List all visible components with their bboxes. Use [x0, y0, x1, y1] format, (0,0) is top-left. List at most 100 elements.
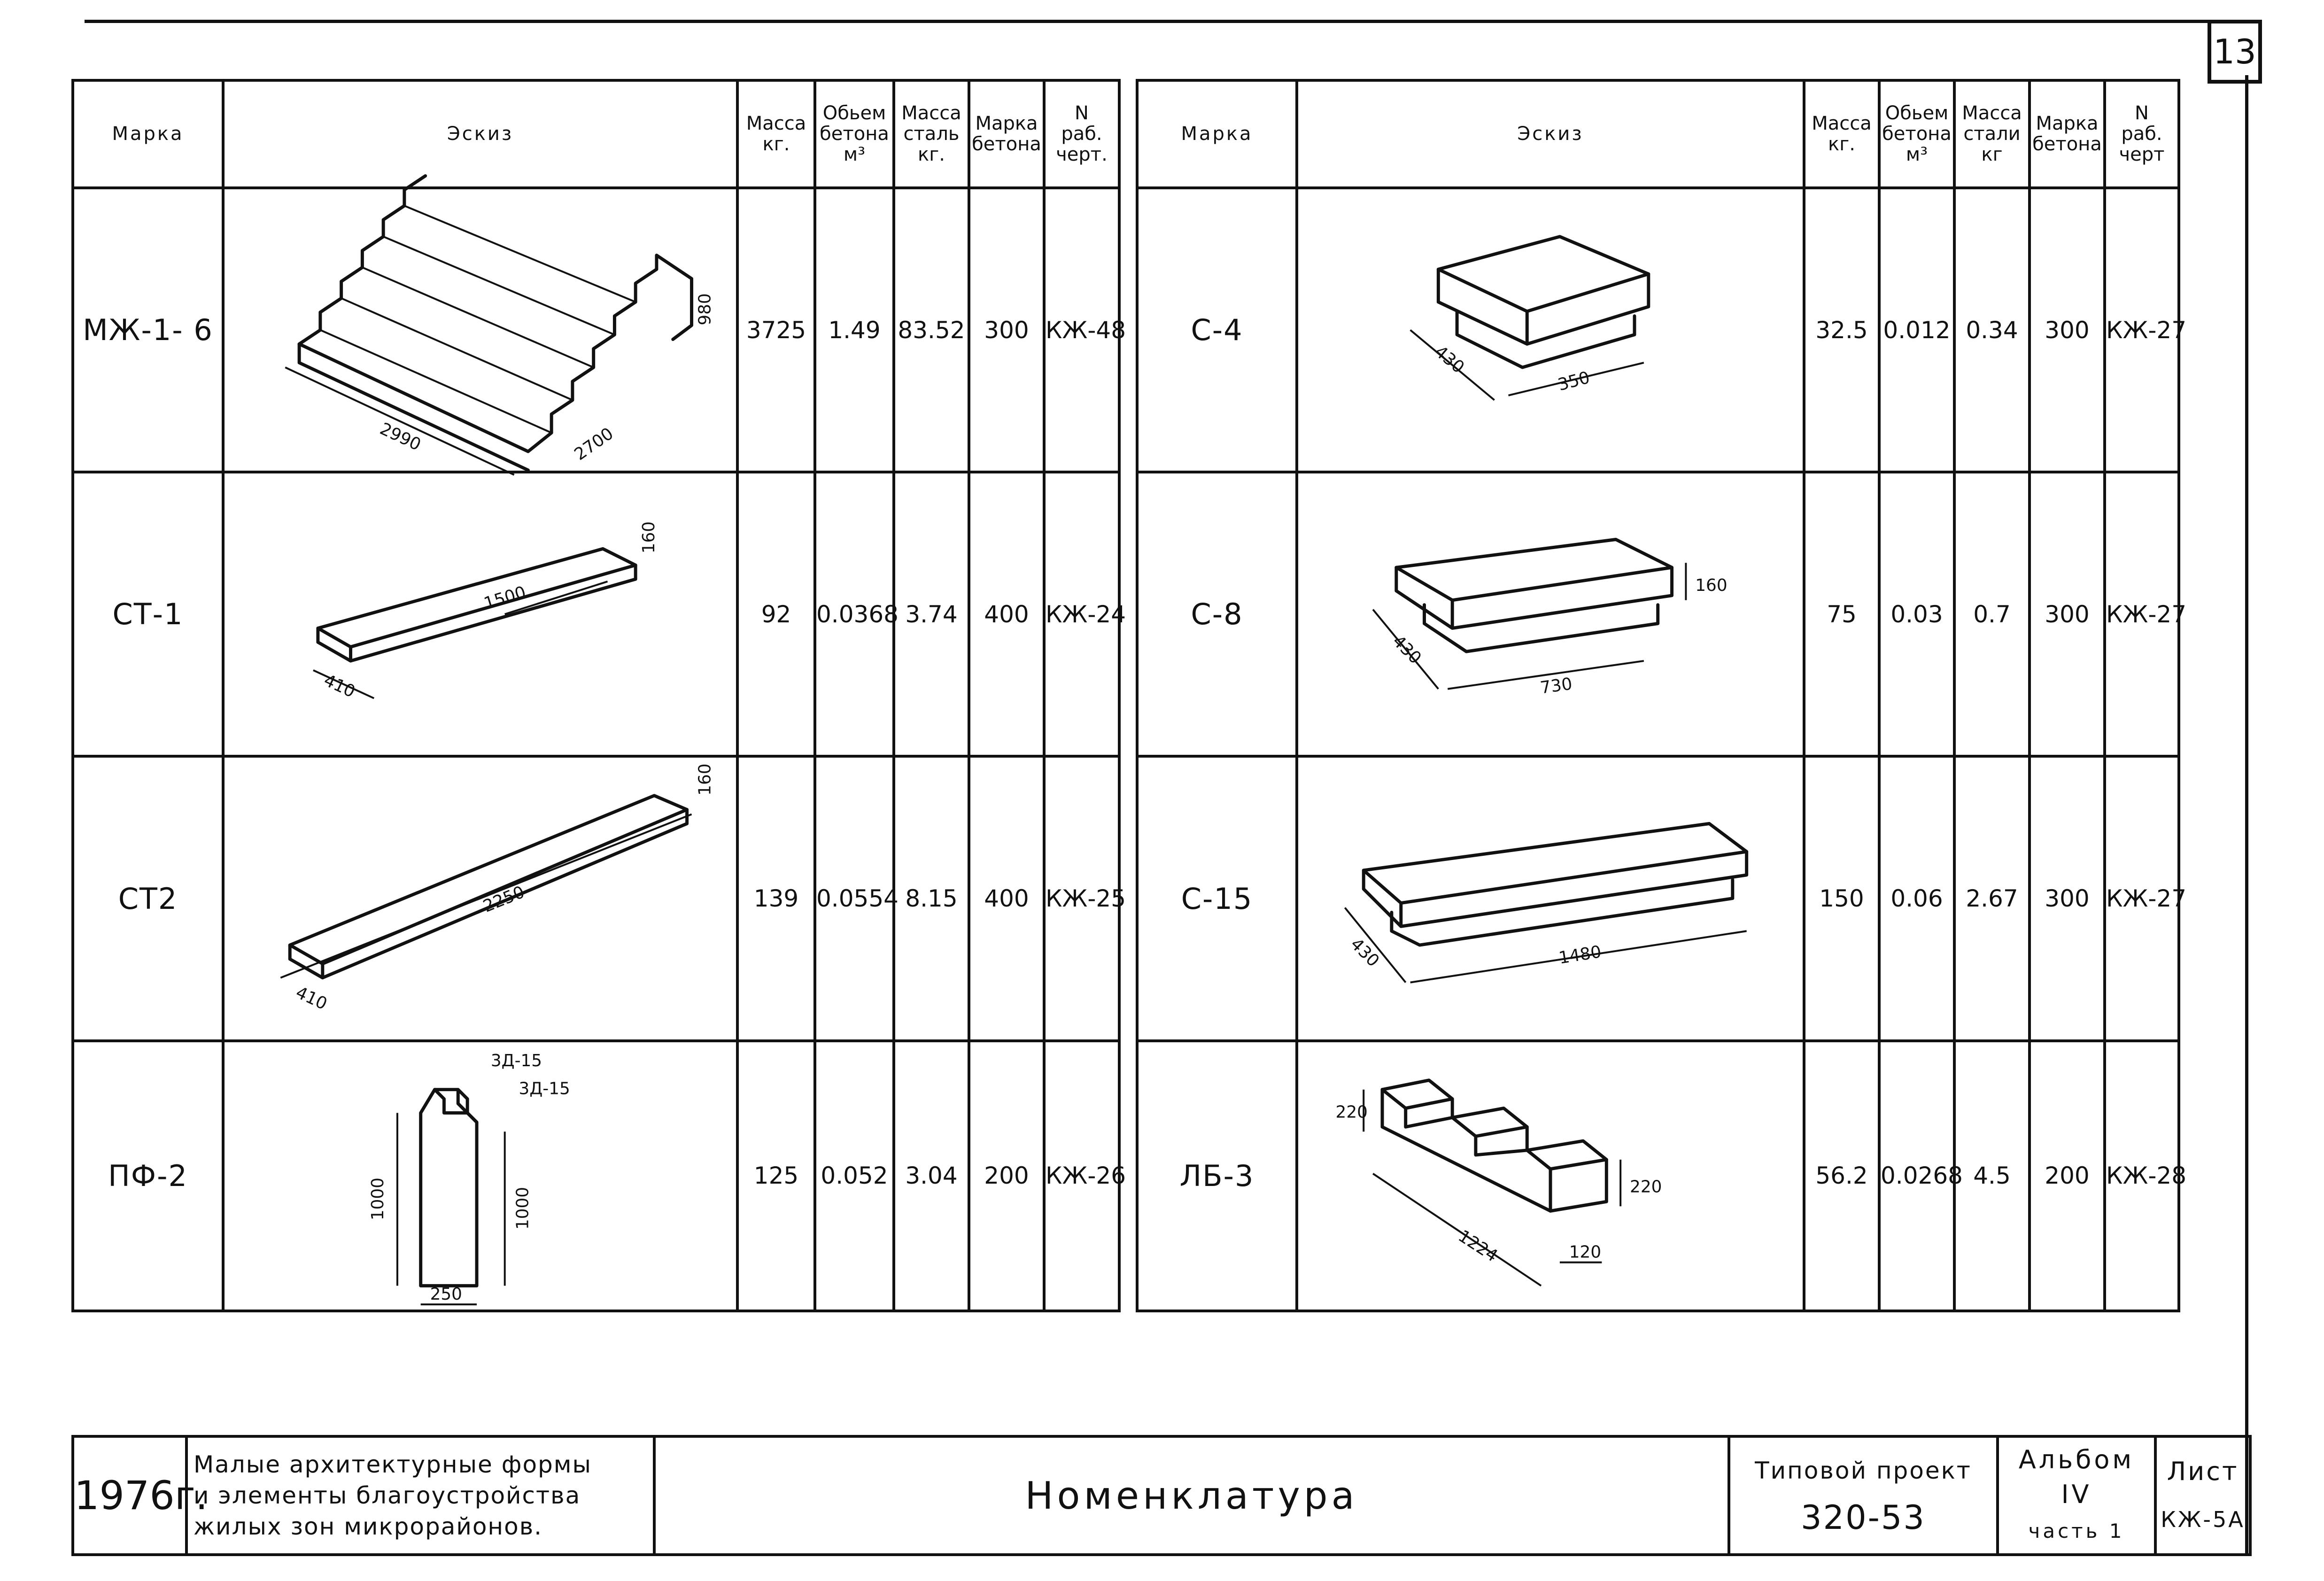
- dim-length: 730: [1539, 674, 1573, 698]
- title-project: Типовой проект 320-53: [1728, 1435, 1999, 1556]
- dim-width: 410: [293, 983, 330, 1014]
- sketch-coping-c4: 430 350: [1295, 186, 1805, 474]
- table-row: ПФ-2 3Д-15 3Д-15 1000 1000 250 125 0.052…: [71, 1039, 1126, 1313]
- dim-groove-top: 3Д-15: [491, 1051, 542, 1070]
- dim-depth: 430: [1431, 342, 1468, 377]
- coping-c8-drawing: 430 730 160: [1372, 538, 1728, 698]
- row-drawing: КЖ-27: [2103, 755, 2186, 1042]
- row-grade: 200: [2028, 1039, 2106, 1313]
- sketch-stair-block-lb3: 220 1224 120 220: [1295, 1039, 1805, 1313]
- title-album: Альбом IV часть 1: [1996, 1435, 2157, 1556]
- sketch-stair-block: 2990 2700 980: [222, 174, 739, 476]
- title-year: 1976г.: [71, 1435, 208, 1556]
- table-row: С-15 430 1480 150 0.06 2.67 300 КЖ-27: [1136, 755, 2186, 1042]
- dim-height: 160: [695, 764, 714, 796]
- dim-length: 1224: [1455, 1226, 1501, 1266]
- dim-length: 1480: [1557, 942, 1603, 968]
- dim-height: 160: [1695, 576, 1727, 595]
- row-mass: 139: [736, 755, 816, 1042]
- row-mark: С-4: [1136, 186, 1298, 474]
- row-grade: 400: [968, 755, 1046, 1042]
- row-mark: ПФ-2: [71, 1039, 225, 1313]
- dim-width: 2700: [571, 424, 617, 465]
- row-mark: МЖ-1- 6: [71, 186, 225, 474]
- dim-length: 350: [1556, 368, 1592, 395]
- sheet-number-box: 13: [2208, 20, 2262, 84]
- header-sketch: Эскиз: [1295, 79, 1805, 189]
- row-mass: 125: [736, 1039, 816, 1313]
- dim-depth: 430: [1347, 935, 1383, 971]
- dim-height: 980: [695, 293, 714, 325]
- top-border-line: [85, 20, 2212, 23]
- row-volume: 0.06: [1878, 755, 1956, 1042]
- row-drawing: КЖ-25: [1043, 755, 1126, 1042]
- table-row: СТ-1 1500 410 160 92 0.0368 3.74 400 КЖ-…: [71, 471, 1126, 758]
- slab-st2-drawing: 2250 410 160: [280, 764, 714, 1014]
- title-block: 1976г. Малые архитектурные формы и элеме…: [71, 1435, 2252, 1556]
- row-mass: 56.2: [1803, 1039, 1881, 1313]
- dim-groove-side: 3Д-15: [519, 1079, 570, 1098]
- row-mass: 3725: [736, 186, 816, 474]
- row-volume: 0.0554: [813, 755, 899, 1042]
- row-steel: 2.67: [1953, 755, 2031, 1042]
- row-mark: СТ2: [71, 755, 225, 1042]
- row-mass: 150: [1803, 755, 1881, 1042]
- slab-st1-drawing: 1500 410 160: [313, 521, 658, 702]
- row-grade: 300: [2028, 471, 2106, 758]
- row-drawing: КЖ-28: [2103, 1039, 2186, 1313]
- header-mark: Марка: [71, 79, 225, 189]
- header-mark: Марка: [1136, 79, 1298, 189]
- row-grade: 300: [968, 186, 1046, 474]
- table-row: С-4 430 350 32.5 0.012 0.34 300 КЖ-27: [1136, 186, 2186, 474]
- title-name: Номенклатура: [653, 1435, 1730, 1556]
- row-volume: 0.0268: [1878, 1039, 1963, 1313]
- sketch-slab-st1: 1500 410 160: [222, 471, 739, 758]
- row-steel: 3.04: [892, 1039, 970, 1313]
- dim-height: 160: [639, 521, 658, 553]
- title-description: Малые архитектурные формы и элементы бла…: [185, 1435, 656, 1556]
- table-row: ЛБ-3 220 1224 120 220 56.2 0.0268 4.5 20…: [1136, 1039, 2186, 1313]
- row-drawing: КЖ-27: [2103, 186, 2186, 474]
- row-drawing: КЖ-24: [1043, 471, 1126, 758]
- stair-block-lb3-drawing: 220 1224 120 220: [1336, 1078, 1662, 1286]
- row-volume: 0.0368: [813, 471, 899, 758]
- row-drawing: КЖ-48: [1043, 186, 1126, 474]
- table-row: МЖ-1- 6 2990 2700 980 3725 1.49 83.52 30…: [71, 174, 1126, 476]
- row-volume: 0.052: [813, 1039, 895, 1313]
- title-sheet: Лист КЖ-5А: [2154, 1435, 2252, 1556]
- row-grade: 300: [2028, 186, 2106, 474]
- dim-width: 120: [1569, 1242, 1601, 1262]
- sketch-coping-c8: 430 730 160: [1295, 471, 1805, 758]
- row-steel: 0.7: [1953, 471, 2031, 758]
- header-sketch: Эскиз: [222, 79, 739, 189]
- row-volume: 0.012: [1878, 186, 1956, 474]
- sketch-coping-c15: 430 1480: [1295, 755, 1805, 1042]
- row-volume: 1.49: [813, 186, 895, 474]
- row-mark: С-15: [1136, 755, 1298, 1042]
- row-mark: СТ-1: [71, 471, 225, 758]
- stair-block-drawing: 2990 2700 980: [285, 174, 714, 476]
- row-drawing: КЖ-27: [2103, 471, 2186, 758]
- table-row: С-8 430 730 160 75 0.03 0.7 300 КЖ-27: [1136, 471, 2186, 758]
- dim-width: 410: [321, 671, 358, 702]
- dim-width: 250: [430, 1285, 462, 1304]
- row-steel: 4.5: [1953, 1039, 2031, 1313]
- sketch-pedestal-pf2: 3Д-15 3Д-15 1000 1000 250: [222, 1039, 739, 1313]
- dim-length: 2990: [377, 419, 424, 455]
- row-drawing: КЖ-26: [1043, 1039, 1126, 1313]
- coping-c4-drawing: 430 350: [1410, 235, 1650, 401]
- row-steel: 83.52: [892, 186, 970, 474]
- right-border-line: [2245, 75, 2248, 1555]
- pedestal-pf2-drawing: 3Д-15 3Д-15 1000 1000 250: [368, 1051, 570, 1305]
